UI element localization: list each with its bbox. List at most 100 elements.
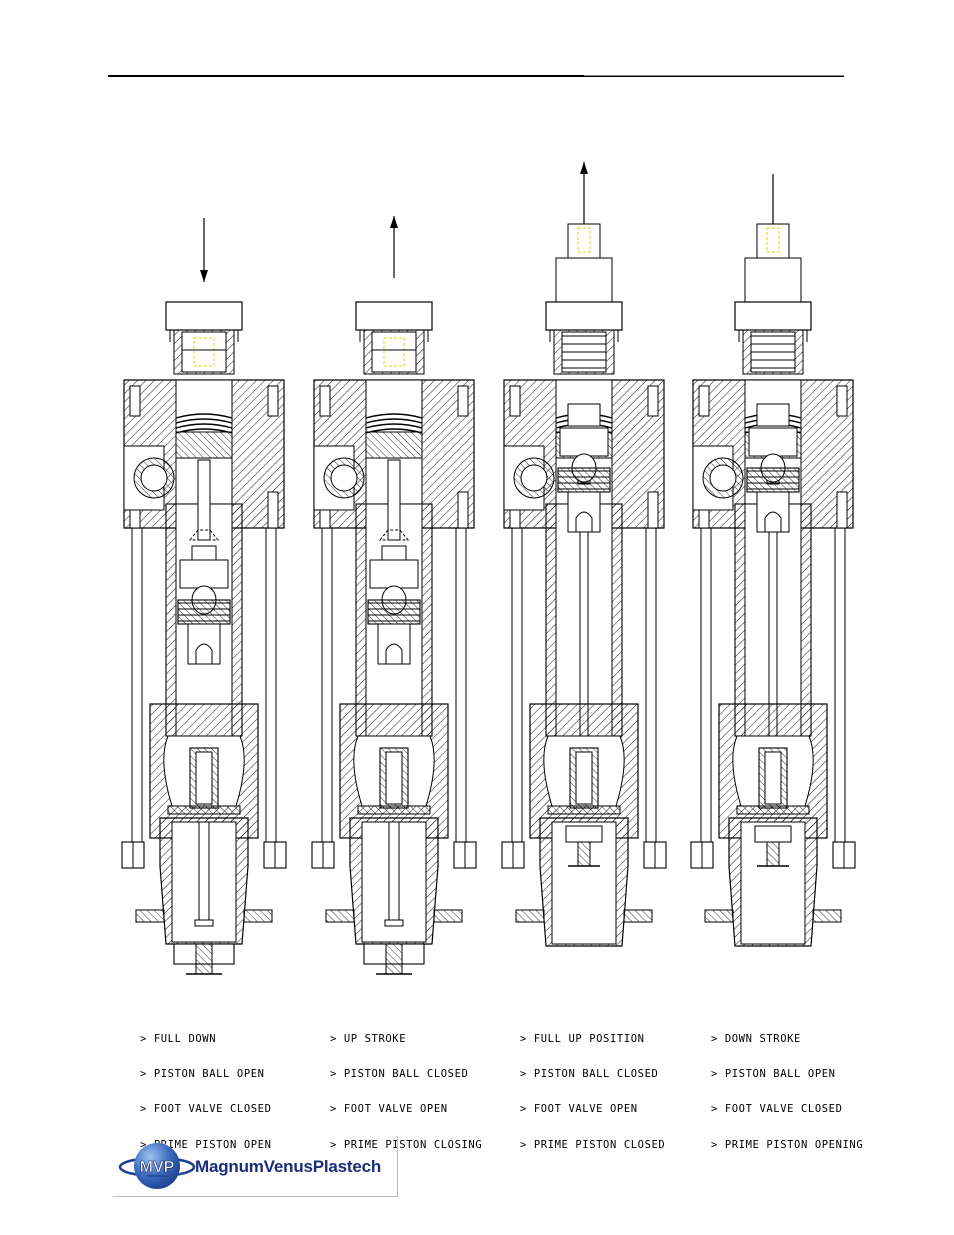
sleeve-bore <box>555 503 613 737</box>
port-bore <box>520 464 548 492</box>
port-bore <box>709 464 737 492</box>
bolt-hole <box>509 385 521 417</box>
packing-ring <box>365 418 423 424</box>
piston-rod <box>197 459 211 541</box>
hidden-fitting <box>577 227 591 253</box>
header-rule-light <box>584 75 844 76</box>
piston-rod-upper <box>744 257 802 303</box>
rod-nut <box>567 403 601 427</box>
rod-nut <box>756 403 790 427</box>
throat-packing <box>365 431 423 459</box>
pump-section-4 <box>690 174 856 947</box>
caption-line: > UP STROKE <box>330 1032 407 1045</box>
caption-down-stroke: > DOWN STROKE > PISTON BALL OPEN > FOOT … <box>711 1010 931 1163</box>
pump-section-1 <box>121 218 287 975</box>
bolt-hole <box>267 491 279 529</box>
caption-line: > PISTON BALL OPEN <box>140 1067 265 1080</box>
packing-ring <box>175 413 233 419</box>
throat-packing <box>175 431 233 459</box>
bolt-hole <box>836 385 848 417</box>
caption-up-stroke: > UP STROKE > PISTON BALL CLOSED > FOOT … <box>330 1010 550 1163</box>
caption-line: > PRIME PISTON OPEN <box>140 1138 272 1151</box>
prime-piston-nut <box>195 943 213 975</box>
rod-nut <box>191 545 217 561</box>
bolt-hole <box>319 385 331 417</box>
piston-body <box>748 427 798 457</box>
piston-rod-upper <box>555 257 613 303</box>
rod-nut-dashed <box>188 529 220 541</box>
piston-seals <box>177 599 231 625</box>
piston-body <box>369 559 419 589</box>
header-rule <box>108 75 844 77</box>
foot-valve-seat <box>357 805 431 815</box>
caption-line: > FOOT VALVE CLOSED <box>711 1103 843 1116</box>
bolt-hole <box>647 385 659 417</box>
bolt-hole <box>129 385 141 417</box>
piston-seals <box>746 467 800 493</box>
piston-tip <box>195 643 213 664</box>
caption-line: > PRIME PISTON CLOSING <box>330 1138 483 1151</box>
prime-piston-rod <box>198 821 210 923</box>
sleeve-bore <box>744 503 802 737</box>
arrow-up-icon <box>580 162 588 174</box>
caption-full-down: > FULL DOWN > PISTON BALL OPEN > FOOT VA… <box>140 1010 360 1163</box>
mvp-globe-icon: MVP <box>118 1143 196 1189</box>
bolt-hole <box>457 385 469 417</box>
bolt-hole <box>457 491 469 529</box>
hidden-fitting <box>766 227 780 253</box>
bolt-hole <box>836 491 848 529</box>
packing-bore <box>181 331 227 373</box>
bolt-hole <box>698 385 710 417</box>
bolt-hole <box>267 385 279 417</box>
rod-nut-dashed <box>378 529 410 541</box>
inlet-flange <box>812 909 842 923</box>
piston-tip <box>385 643 403 664</box>
piston-rod-tip <box>756 223 790 259</box>
foot-valve-seat <box>736 805 810 815</box>
logo-mark: MVP <box>140 1159 175 1176</box>
rod-nut <box>381 545 407 561</box>
packing-bore <box>371 331 417 373</box>
company-logo: MVP MagnumVenusPlastech <box>113 1136 398 1197</box>
inlet-flange <box>623 909 653 923</box>
caption-full-up-position: > FULL UP POSITION > PISTON BALL CLOSED … <box>520 1010 740 1163</box>
packing-ring <box>175 418 233 424</box>
packing-nut <box>165 301 243 331</box>
foot-valve-seat <box>167 805 241 815</box>
pump-section-2 <box>311 216 477 975</box>
inlet-flange <box>433 909 463 923</box>
piston-seals <box>367 599 421 625</box>
caption-line: > PISTON BALL CLOSED <box>520 1067 659 1080</box>
caption-line: > FOOT VALVE CLOSED <box>140 1103 272 1116</box>
piston-body <box>559 427 609 457</box>
arrow-down-icon <box>200 270 208 282</box>
pump-section-3 <box>501 162 667 947</box>
prime-piston-cup <box>754 825 792 843</box>
packing-ring <box>365 423 423 429</box>
stem-bore <box>385 751 403 805</box>
caption-line: > PRIME PISTON CLOSED <box>520 1138 666 1151</box>
packing-nut <box>545 301 623 331</box>
prime-piston-collar <box>384 919 404 927</box>
prime-piston-nut <box>577 841 591 867</box>
inlet-flange <box>243 909 273 923</box>
port-bore <box>140 464 168 492</box>
caption-line: > FULL DOWN <box>140 1032 217 1045</box>
piston-tip <box>764 511 782 532</box>
caption-line: > PRIME PISTON OPENING <box>711 1138 864 1151</box>
inlet-flange <box>135 909 165 923</box>
hidden-fitting <box>383 337 405 367</box>
prime-piston-nut <box>766 841 780 867</box>
packing-nut <box>734 301 812 331</box>
inlet-flange <box>325 909 355 923</box>
piston-seals <box>557 467 611 493</box>
caption-line: > PISTON BALL CLOSED <box>330 1067 469 1080</box>
stem-bore <box>195 751 213 805</box>
caption-line: > FOOT VALVE OPEN <box>520 1103 638 1116</box>
piston-body <box>179 559 229 589</box>
packing-ring <box>365 413 423 419</box>
stem-bore <box>575 751 593 805</box>
packing-ring <box>175 423 233 429</box>
piston-rod <box>387 459 401 541</box>
